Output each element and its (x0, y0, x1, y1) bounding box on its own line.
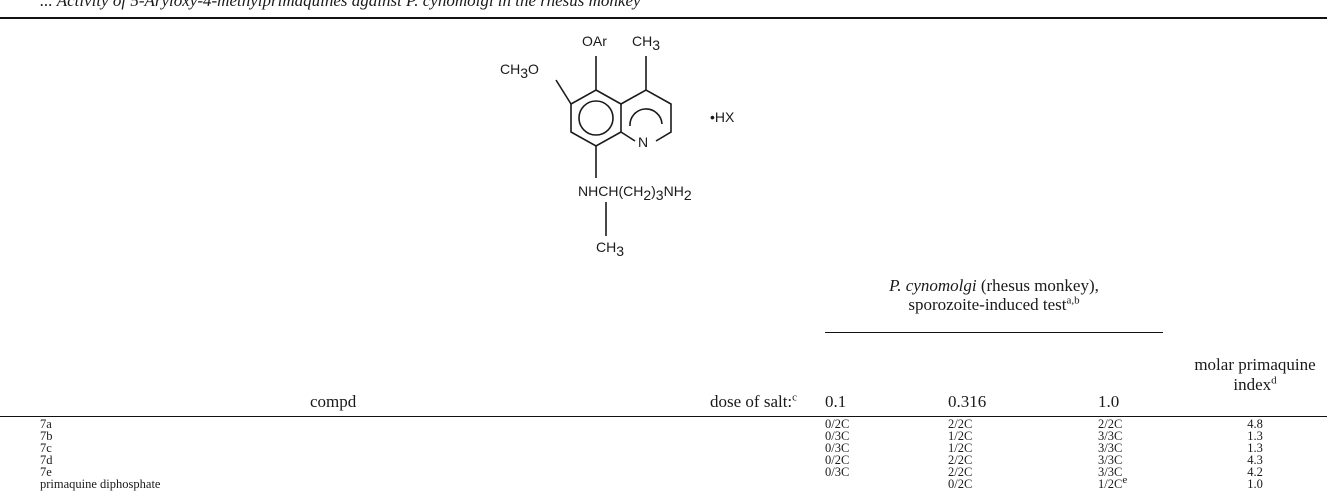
index-cell: 4.2 (1247, 465, 1263, 479)
table-row: 7a 0/2C 2/2C 2/2C 4.8 (0, 417, 1327, 431)
table-row: 7c 0/3C 1/2C 3/3C 1.3 (0, 441, 1327, 455)
header-group-rule (825, 332, 1163, 333)
table-row: 7b 0/3C 1/2C 3/3C 1.3 (0, 429, 1327, 443)
compd-cell: primaquine diphosphate (40, 477, 161, 491)
dose-0-316-cell: 2/2C (948, 453, 973, 467)
methoxy-bond (555, 79, 572, 105)
top-rule (0, 17, 1327, 19)
header-compd: compd (310, 392, 357, 411)
dose-1-0-cell: 3/3C (1098, 453, 1123, 467)
dose-0-316-cell: 0/2C (948, 477, 973, 491)
dose-0-1-cell: 0/2C (825, 417, 850, 431)
methyl-label-top: CH3 (632, 33, 660, 53)
dose-1-0-cell: 3/3C (1098, 465, 1123, 479)
methyl-label-bottom: CH3 (596, 239, 624, 259)
header-test-group: P. cynomolgi (rhesus monkey), sporozoite… (889, 276, 1099, 314)
dose-0-316-cell: 2/2C (948, 417, 973, 431)
compd-cell: 7b (40, 429, 53, 443)
oar-label: OAr (582, 33, 607, 49)
header-molar-index: molar primaquine indexd (1194, 355, 1316, 394)
ring-nitrogen-label: N (638, 134, 648, 150)
compd-cell: 7d (40, 453, 53, 467)
compd-cell: 7c (40, 441, 52, 455)
footnote-c: c (792, 391, 798, 404)
pyridine-aromatic-arc (629, 108, 663, 127)
table-row: 7e 0/3C 2/2C 3/3C 4.2 (0, 465, 1327, 479)
index-cell: 4.3 (1247, 453, 1263, 467)
table-row: primaquine diphosphate 0/2C 1/2Ce 1.0 (0, 473, 1327, 491)
index-cell: 1.0 (1247, 477, 1263, 491)
header-dose-1-0: 1.0 (1098, 392, 1120, 411)
dose-1-0-cell: 2/2C (1098, 417, 1123, 431)
index-cell: 1.3 (1247, 441, 1263, 455)
header-dose-0-316: 0.316 (948, 392, 987, 411)
header-dose-0-1: 0.1 (825, 392, 847, 411)
dose-0-316-cell: 1/2C (948, 441, 973, 455)
header-species: P. cynomolgi (889, 276, 977, 295)
hx-salt-label: •HX (710, 109, 735, 125)
dose-0-316-cell: 1/2C (948, 429, 973, 443)
header-bottom-rule (0, 416, 1327, 417)
chemical-structure: OAr CH3 CH3O N •HX NHCH(CH2)3NH2 CH3 (470, 20, 830, 260)
dose-0-1-cell: 0/3C (825, 429, 850, 443)
dose-0-1-cell: 0/3C (825, 441, 850, 455)
dose-1-0-cell: 3/3C (1098, 441, 1123, 455)
table-caption-fragment: ... Activity of 5-Aryloxy-4-methylprimaq… (40, 0, 641, 10)
header-dose: dose of salt:c (710, 391, 798, 411)
side-chain-label: NHCH(CH2)3NH2 (578, 183, 692, 203)
dose-1-0-cell: 1/2Ce (1098, 473, 1128, 491)
compd-cell: 7a (40, 417, 52, 431)
dose-1-0-cell: 3/3C (1098, 429, 1123, 443)
footnote-d: d (1271, 374, 1277, 387)
methoxy-label: CH3O (500, 61, 539, 81)
table-row: 7d 0/2C 2/2C 3/3C 4.3 (0, 453, 1327, 467)
pyridine-ring (620, 89, 672, 142)
compd-cell: 7e (40, 465, 52, 479)
footnote-ab: a,b (1066, 294, 1080, 307)
dose-0-1-cell: 0/2C (825, 453, 850, 467)
index-cell: 4.8 (1247, 417, 1263, 431)
dose-0-1-cell: 0/3C (825, 465, 850, 479)
dose-0-316-cell: 2/2C (948, 465, 973, 479)
benzene-aromatic-circle (578, 100, 614, 136)
index-cell: 1.3 (1247, 429, 1263, 443)
